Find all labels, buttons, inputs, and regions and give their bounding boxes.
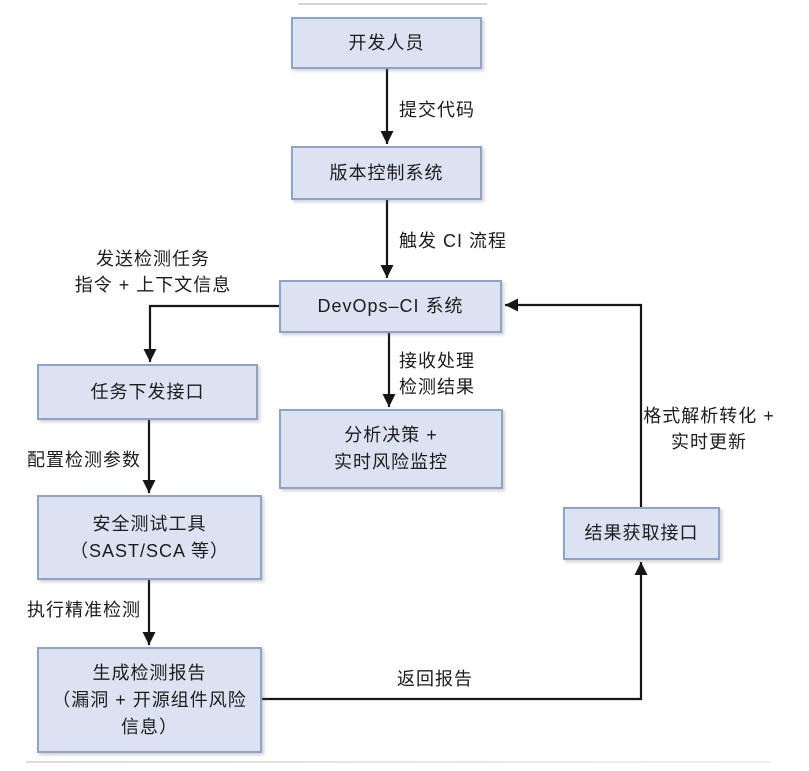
connector-devops-to-task-dispatch [143, 304, 279, 362]
node-version-control-system: 版本控制系统 [291, 146, 482, 200]
node-developer: 开发人员 [291, 17, 482, 69]
edge-label-execute-detection: 执行精准检测 [27, 600, 141, 620]
edge-label-configure-params: 配置检测参数 [27, 450, 141, 470]
edge-label-return-report: 返回报告 [397, 669, 473, 689]
edge-label-receive-results: 接收处理 检测结果 [399, 351, 475, 398]
node-analysis-decision-risk-monitor: 分析决策 + 实时风险监控 [279, 409, 503, 489]
node-result-fetch-interface: 结果获取接口 [563, 507, 720, 560]
edge-label-send-task: 发送检测任务 指令 + 上下文信息 [74, 249, 232, 296]
edge-label-submit-code: 提交代码 [399, 100, 475, 120]
top-crop-artifact-line [298, 3, 487, 5]
connector-result-fetch-to-devops [505, 298, 643, 507]
edge-label-format-parse: 格式解析转化 + 实时更新 [643, 406, 775, 453]
edge-label-trigger-ci: 触发 CI 流程 [399, 231, 508, 251]
node-detection-report: 生成检测报告 （漏洞 + 开源组件风险 信息） [37, 647, 262, 753]
node-devops-ci-system: DevOps–CI 系统 [279, 280, 502, 333]
node-task-dispatch-interface: 任务下发接口 [37, 364, 258, 420]
bottom-crop-artifact-line [26, 761, 771, 763]
node-security-testing-tools: 安全测试工具 （SAST/SCA 等） [37, 495, 262, 580]
